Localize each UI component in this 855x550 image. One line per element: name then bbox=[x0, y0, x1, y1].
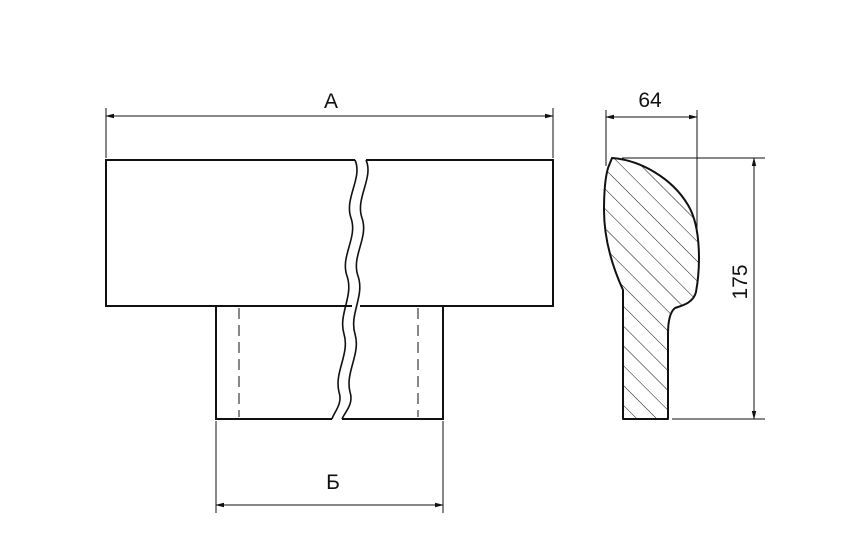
dimension-label-b: Б bbox=[326, 471, 340, 494]
dimension-64: 64 bbox=[605, 89, 698, 235]
dimension-label-175: 175 bbox=[729, 264, 752, 299]
top-block-right-part bbox=[360, 159, 554, 307]
dimension-label-64: 64 bbox=[638, 89, 662, 112]
top-block-left-part bbox=[105, 159, 355, 307]
dimension-a: А bbox=[105, 90, 554, 158]
break-line-left bbox=[331, 159, 358, 420]
break-line-right bbox=[341, 159, 369, 420]
dimension-b: Б bbox=[215, 421, 444, 513]
dimension-175: 175 bbox=[622, 157, 765, 420]
profile-cross-section bbox=[603, 157, 700, 420]
base-block-right-part bbox=[342, 306, 444, 420]
base-block-left-part bbox=[215, 306, 332, 420]
side-profile-section bbox=[603, 157, 700, 420]
front-view bbox=[105, 159, 554, 420]
dimension-label-a: А bbox=[324, 90, 338, 113]
